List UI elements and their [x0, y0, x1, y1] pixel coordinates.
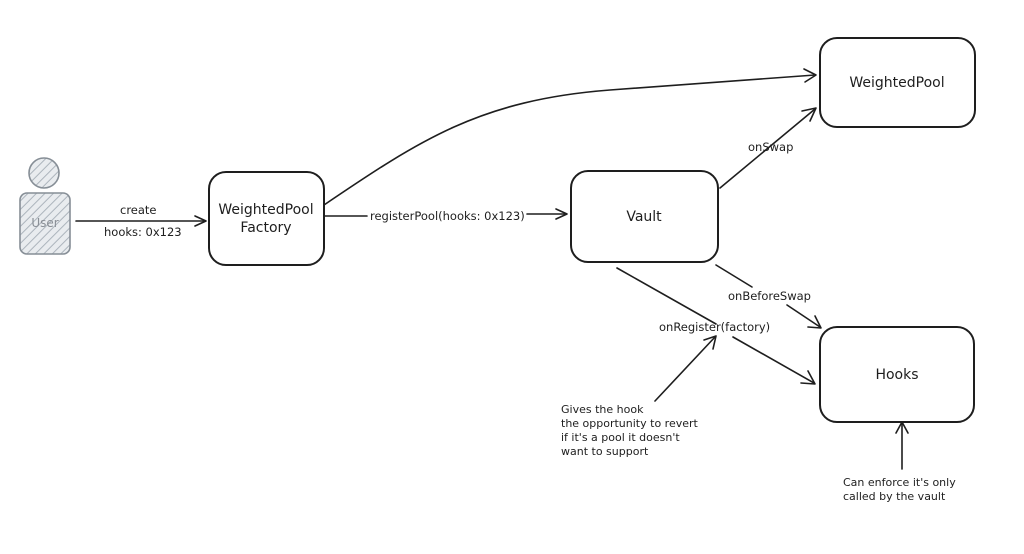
revert-note-line-1: Gives the hook	[561, 403, 644, 416]
on-swap-arrowhead-icon	[801, 107, 817, 122]
revert-pointer-arrow	[654, 336, 716, 402]
revert-pointer-arrowhead-icon	[703, 335, 717, 350]
on-before-swap-arrow-top	[715, 264, 753, 288]
create-arrowhead-icon	[194, 215, 207, 227]
vault-node: Vault	[570, 170, 719, 263]
vault-box	[570, 170, 719, 263]
revert-pointer	[654, 335, 717, 402]
hooks-box	[819, 326, 975, 423]
on-register-arrow-bottom	[732, 336, 815, 384]
revert-note-line-2: the opportunity to revert	[561, 417, 699, 430]
user-body	[19, 192, 71, 255]
on-register-arrow-top	[616, 267, 717, 325]
edge-on-swap: onSwap	[719, 107, 817, 189]
enforce-note-line-2: called by the vault	[843, 490, 946, 503]
revert-note: Gives the hook the opportunity to revert…	[561, 403, 699, 458]
on-before-swap-arrowhead-icon	[807, 315, 822, 329]
revert-note-line-3: if it's a pool it doesn't	[561, 431, 680, 444]
user-actor: User	[19, 157, 71, 255]
create-pool-arrow	[323, 74, 816, 206]
enforce-note: Can enforce it's only called by the vaul…	[843, 476, 956, 503]
factory-node: WeightedPool Factory	[208, 171, 325, 266]
create-sub-label: hooks: 0x123	[104, 225, 182, 239]
on-swap-arrow	[719, 108, 816, 189]
register-label: registerPool(hooks: 0x123)	[370, 209, 525, 223]
on-register-arrowhead-icon	[800, 370, 816, 385]
edge-create: create hooks: 0x123	[75, 203, 207, 239]
user-label: User	[31, 216, 58, 230]
hooks-node: Hooks	[819, 326, 975, 423]
factory-label-line-1: WeightedPool	[218, 202, 313, 218]
factory-label-line-2: Factory	[240, 220, 291, 236]
on-before-swap-arrow-bottom	[786, 304, 821, 328]
edge-register: registerPool(hooks: 0x123)	[323, 208, 568, 223]
edge-create-pool	[323, 68, 817, 206]
on-before-swap-label: onBeforeSwap	[728, 289, 811, 303]
register-arrowhead-icon	[555, 208, 568, 220]
edge-on-register: onRegister(factory)	[616, 267, 816, 385]
user-head-icon	[28, 157, 60, 189]
enforce-pointer	[895, 421, 909, 470]
weighted-pool-label: WeightedPool	[849, 75, 944, 91]
create-pool-arrowhead-icon	[803, 68, 817, 83]
hooks-label: Hooks	[875, 367, 918, 383]
on-register-label: onRegister(factory)	[659, 320, 770, 334]
factory-box	[208, 171, 325, 266]
create-label: create	[120, 203, 157, 217]
vault-label: Vault	[626, 209, 662, 225]
edge-on-before-swap: onBeforeSwap	[715, 264, 822, 329]
on-swap-label: onSwap	[748, 140, 793, 154]
enforce-note-line-1: Can enforce it's only	[843, 476, 956, 489]
weighted-pool-box	[819, 37, 976, 128]
weighted-pool-node: WeightedPool	[819, 37, 976, 128]
revert-note-line-4: want to support	[561, 445, 649, 458]
